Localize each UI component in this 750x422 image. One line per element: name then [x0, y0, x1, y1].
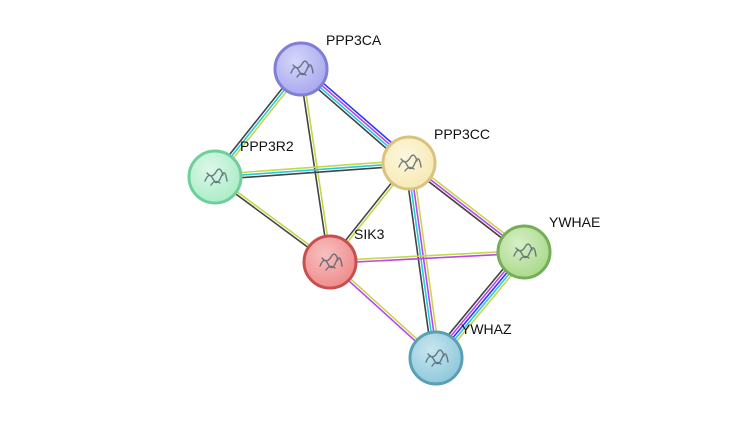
edge-ppp3cc-ywhaz[interactable] — [404, 161, 441, 360]
edge-line — [214, 164, 410, 181]
edge-ppp3r2-ppp3cc[interactable] — [214, 159, 410, 181]
node-sik3[interactable]: SIK3 — [302, 226, 385, 290]
node-ywhae[interactable]: YWHAE — [496, 214, 600, 280]
edge-line — [329, 252, 525, 265]
edge-line — [409, 162, 439, 359]
node-label: SIK3 — [354, 226, 385, 242]
node-circle[interactable] — [273, 41, 329, 97]
edge-line — [214, 162, 410, 178]
node-label: YWHAZ — [461, 321, 512, 337]
node-ppp3ca[interactable]: PPP3CA — [273, 32, 382, 97]
edge-line — [214, 159, 410, 176]
node-circle[interactable] — [302, 234, 358, 290]
node-ywhaz[interactable]: YWHAZ — [408, 321, 512, 386]
node-layer: PPP3CA PPP3R2 PPP3CC SIK3 YWHAE YWHAZ — [187, 32, 600, 386]
edge-line — [301, 68, 333, 263]
edge-layer — [212, 65, 529, 363]
node-label: YWHAE — [549, 214, 600, 230]
node-ppp3cc[interactable]: PPP3CC — [381, 126, 490, 191]
edge-sik3-ywhae[interactable] — [329, 249, 525, 265]
protein-structure-icon — [319, 253, 343, 271]
edge-line — [406, 162, 436, 359]
node-label: PPP3R2 — [240, 138, 294, 154]
node-label: PPP3CA — [326, 32, 382, 48]
node-circle[interactable] — [187, 149, 243, 205]
node-circle[interactable] — [408, 330, 464, 386]
edge-line — [404, 162, 433, 360]
node-ppp3r2[interactable]: PPP3R2 — [187, 138, 294, 205]
protein-structure-icon — [290, 60, 314, 78]
protein-structure-icon — [204, 168, 228, 186]
edge-line — [412, 161, 441, 359]
protein-structure-icon — [425, 349, 449, 367]
edge-line — [329, 249, 525, 262]
edge-line — [298, 68, 330, 263]
node-label: PPP3CC — [434, 126, 490, 142]
edge-ppp3ca-sik3[interactable] — [298, 68, 333, 263]
protein-structure-icon — [513, 243, 537, 261]
protein-structure-icon — [398, 154, 422, 172]
node-circle[interactable] — [496, 224, 552, 280]
node-circle[interactable] — [381, 135, 437, 191]
